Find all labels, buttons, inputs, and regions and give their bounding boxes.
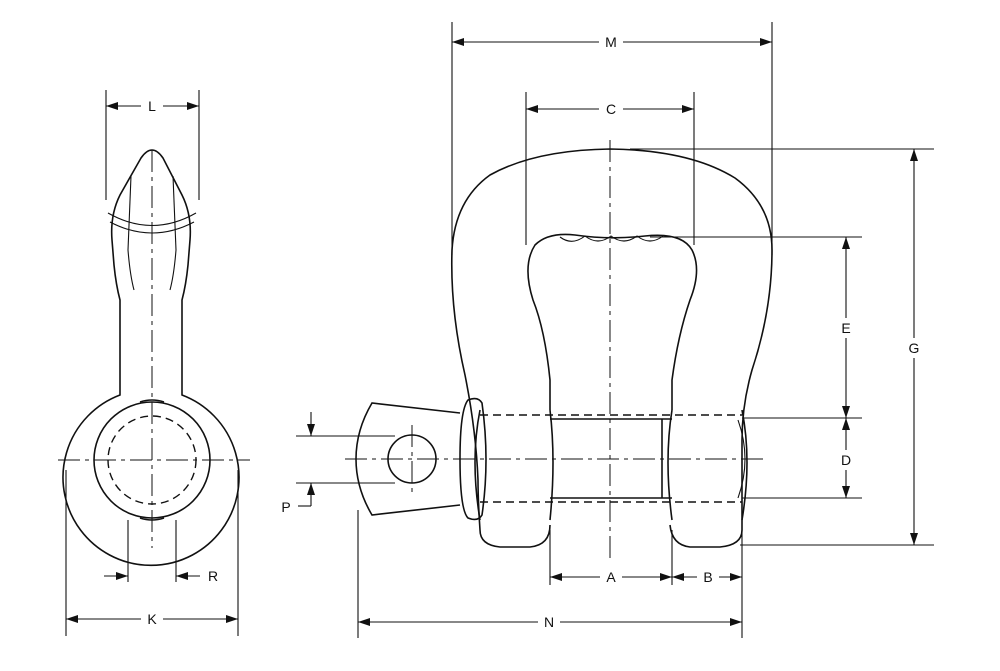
label-A: A <box>606 569 616 585</box>
label-C: C <box>606 101 616 117</box>
side-view-cap-right <box>172 175 177 251</box>
side-view-neck-right <box>169 249 177 291</box>
front-view <box>345 140 773 560</box>
dimension-P: P <box>281 412 395 515</box>
bow-inner-outline <box>527 233 698 410</box>
label-G: G <box>909 340 920 356</box>
label-R: R <box>208 568 218 584</box>
side-view-cap-left <box>127 175 132 251</box>
label-M: M <box>605 34 617 50</box>
label-B: B <box>703 569 712 585</box>
dimension-R: R <box>104 520 218 584</box>
label-L: L <box>148 98 156 114</box>
dimension-B: B <box>672 530 743 638</box>
side-view-pin-top <box>139 399 165 403</box>
dimension-E: E <box>650 236 862 419</box>
dimension-L: L <box>105 90 200 200</box>
side-view <box>58 149 250 567</box>
left-ear <box>474 409 554 521</box>
bow-outer-outline <box>450 148 773 548</box>
label-K: K <box>147 611 157 627</box>
dimension-N: N <box>357 510 742 638</box>
bow-inner-wave <box>559 235 664 242</box>
dimension-C: C <box>525 92 695 245</box>
pin-collar <box>459 397 487 521</box>
right-ear <box>667 409 748 521</box>
label-P: P <box>281 499 290 515</box>
dimension-A: A <box>549 530 673 586</box>
dimension-G: G <box>630 148 934 546</box>
label-E: E <box>841 320 850 336</box>
side-view-neck-left <box>127 249 135 291</box>
bow-left-leg-inner <box>479 524 551 548</box>
dimension-D: D <box>742 418 862 499</box>
dimension-M: M <box>451 22 773 255</box>
label-D: D <box>841 452 851 468</box>
side-view-outline <box>62 149 240 567</box>
label-N: N <box>544 614 554 630</box>
dimension-K: K <box>65 470 239 636</box>
